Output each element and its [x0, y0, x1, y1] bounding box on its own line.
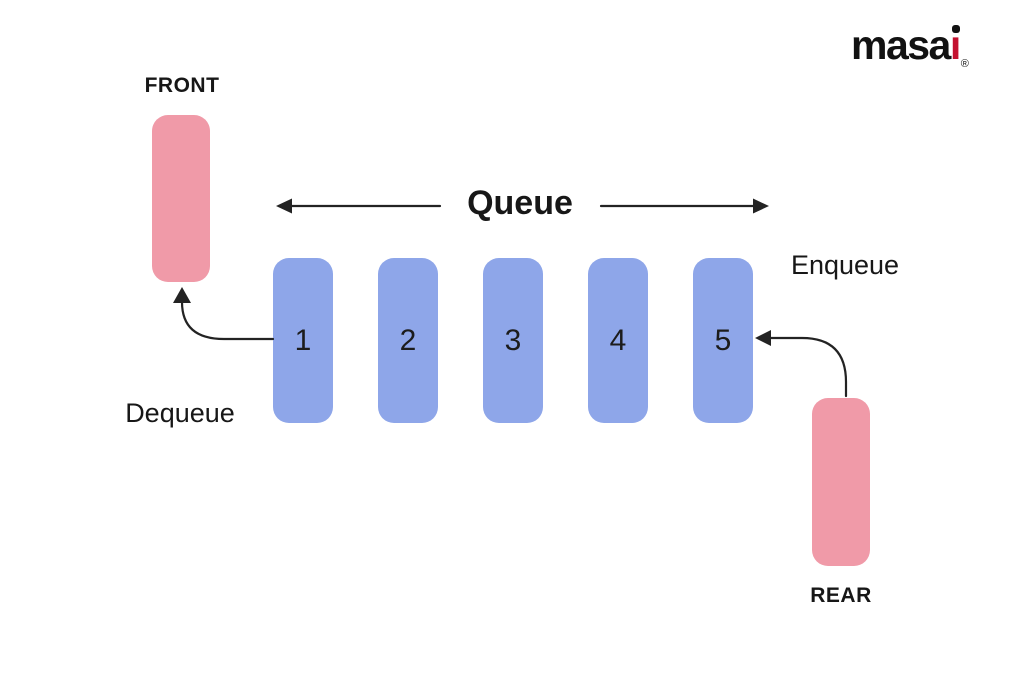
- rear-block: [812, 398, 870, 566]
- queue-cell-2: 2: [378, 258, 438, 423]
- queue-cell-3: 3: [483, 258, 543, 423]
- logo-word: masa: [851, 22, 951, 68]
- registered-mark: ®: [960, 58, 969, 70]
- masai-logo: masaı®: [851, 22, 969, 70]
- queue-cell-value: 3: [504, 323, 522, 357]
- dequeue-label: Dequeue: [125, 398, 235, 428]
- enqueue-arrow: [755, 330, 848, 398]
- rear-label: REAR: [810, 584, 872, 607]
- logo-i: ı: [949, 22, 961, 69]
- queue-span-right-arrow: [599, 198, 769, 214]
- queue-cell-value: 2: [399, 323, 417, 357]
- front-label: FRONT: [144, 74, 220, 97]
- queue-cell-value: 5: [714, 323, 732, 357]
- front-block: [152, 115, 210, 282]
- queue-cell-1: 1: [273, 258, 333, 423]
- logo-i-dot: [951, 25, 960, 33]
- queue-cell-value: 1: [294, 323, 312, 357]
- dequeue-arrow: [173, 287, 275, 341]
- queue-cell-4: 4: [588, 258, 648, 423]
- queue-cells: 1 2 3 4 5: [273, 258, 753, 423]
- queue-title: Queue: [467, 184, 573, 222]
- logo-i-stem: ı: [949, 22, 961, 68]
- queue-span-left-arrow: [276, 198, 442, 214]
- enqueue-label: Enqueue: [790, 250, 900, 280]
- queue-cell-value: 4: [609, 323, 627, 357]
- queue-cell-5: 5: [693, 258, 753, 423]
